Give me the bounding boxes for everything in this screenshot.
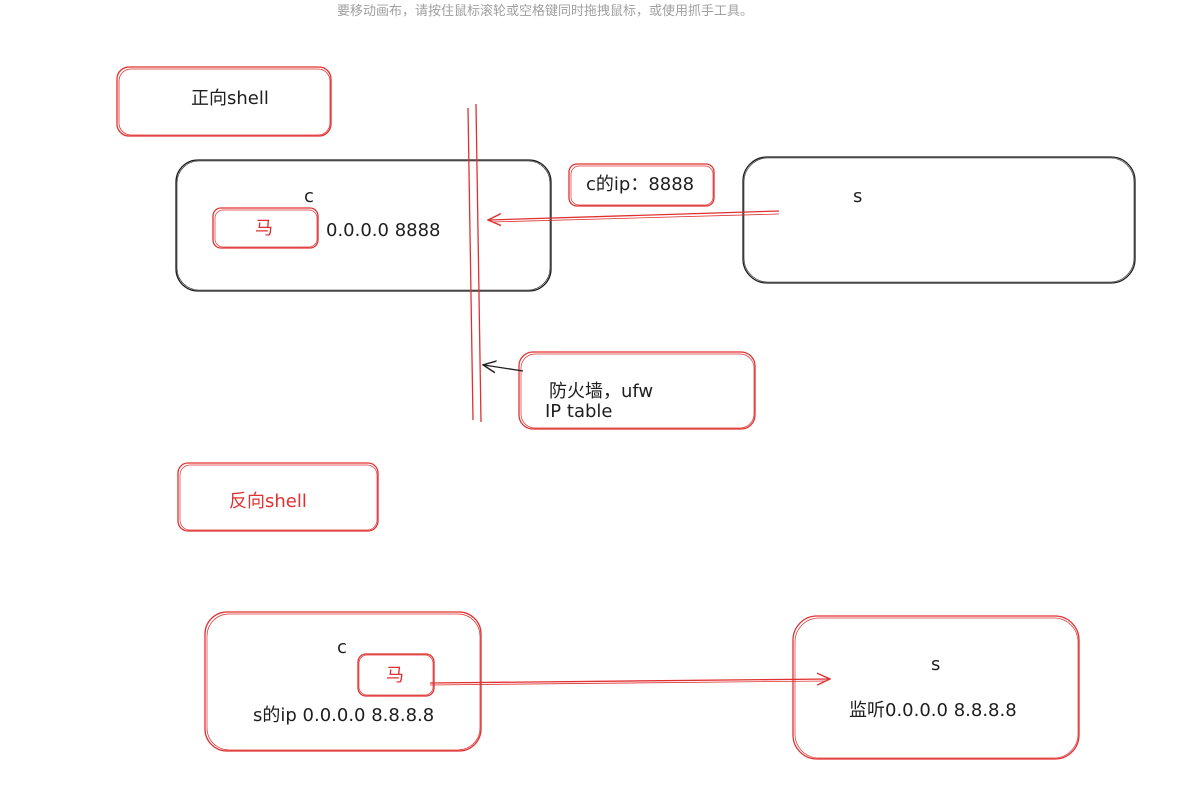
- reverse-shell-title: 反向shell: [229, 491, 307, 512]
- reverse-connect-arrow[interactable]: [429, 679, 829, 685]
- reverse-server-box[interactable]: [792, 615, 1080, 760]
- firewall-line[interactable]: [467, 103, 482, 423]
- reverse-server-label: s: [931, 654, 941, 675]
- firewall-note-box[interactable]: [518, 351, 756, 430]
- reverse-server-text: 监听0.0.0.0 8.8.8.8: [849, 700, 1017, 721]
- reverse-shell-title-box[interactable]: [177, 462, 379, 532]
- forward-server-label: s: [853, 186, 863, 207]
- reverse-client-text: s的ip 0.0.0.0 8.8.8.8: [253, 705, 435, 726]
- connect-label-box[interactable]: [568, 163, 715, 207]
- forward-client-box[interactable]: [175, 159, 552, 292]
- canvas-hint: 要移动画布，请按住鼠标滚轮或空格键同时拖拽鼠标，或使用抓手工具。: [336, 4, 753, 19]
- reverse-horse-box[interactable]: [357, 653, 435, 697]
- forward-horse-label: 马: [255, 218, 273, 239]
- reverse-client-box[interactable]: [204, 611, 482, 752]
- firewall-note-line2: IP table: [545, 401, 613, 422]
- forward-server-box[interactable]: [742, 156, 1136, 284]
- reverse-horse-label: 马: [386, 665, 404, 686]
- forward-connect-arrow[interactable]: [489, 210, 780, 222]
- forward-listen-text: 0.0.0.0 8888: [326, 220, 441, 241]
- forward-shell-title-box[interactable]: [116, 66, 332, 137]
- forward-client-label: c: [304, 186, 314, 207]
- forward-horse-box[interactable]: [212, 207, 319, 249]
- firewall-note-arrow[interactable]: [484, 365, 524, 371]
- firewall-note-line1: 防火墙，ufw: [549, 381, 654, 402]
- connect-label: c的ip：8888: [586, 174, 695, 195]
- forward-shell-title: 正向shell: [191, 88, 269, 109]
- reverse-client-label: c: [337, 637, 347, 658]
